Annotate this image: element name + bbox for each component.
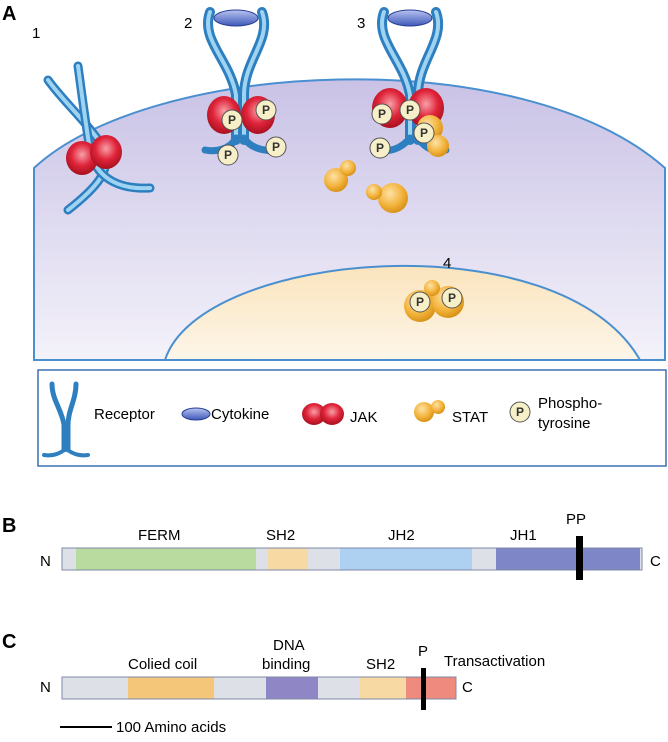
transactivation-label: Transactivation xyxy=(444,653,545,670)
ferm-domain xyxy=(76,548,256,570)
sh2-label-stat: SH2 xyxy=(366,656,395,673)
svg-text:P: P xyxy=(272,140,280,154)
phospho-icon: P xyxy=(441,287,463,309)
step-3-receptor-complex: P P P P xyxy=(369,7,450,159)
legend-cytokine-label: Cytokine xyxy=(211,406,269,423)
jh2-domain xyxy=(340,548,472,570)
legend-phospho-icon: P xyxy=(509,401,531,423)
jak-icon xyxy=(66,141,98,175)
stat-p-label: P xyxy=(418,643,428,660)
legend-box xyxy=(37,369,667,467)
legend-jak-label: JAK xyxy=(350,409,378,426)
svg-text:P: P xyxy=(420,126,428,140)
svg-text:P: P xyxy=(516,405,524,419)
jak-icon xyxy=(90,135,122,169)
transactivation-domain xyxy=(406,677,456,699)
legend-phospho-label-line2: tyrosine xyxy=(538,415,591,432)
step-1-receptor xyxy=(43,61,155,215)
sh2-label-jak: SH2 xyxy=(266,527,295,544)
legend-jak-icon xyxy=(302,403,344,425)
dna-label-line1: DNA xyxy=(273,637,305,654)
scale-bar-label: 100 Amino acids xyxy=(116,719,226,736)
svg-text:P: P xyxy=(224,148,232,162)
panel-a-letter: A xyxy=(2,3,16,25)
stat-domain-bar xyxy=(61,676,457,700)
step-2-receptor-complex: P P P P xyxy=(201,7,287,166)
svg-text:P: P xyxy=(448,291,456,305)
phospho-icon: P xyxy=(371,103,393,125)
sh2-domain-stat xyxy=(360,677,406,699)
panel-b-letter: B xyxy=(2,515,16,537)
panel-c-letter: C xyxy=(2,631,16,653)
legend-receptor-icon xyxy=(42,381,90,458)
jh2-label: JH2 xyxy=(388,527,415,544)
dna-binding-domain xyxy=(266,677,318,699)
step-2-label: 2 xyxy=(184,15,192,32)
phospho-icon: P xyxy=(265,136,287,158)
jak-domain-bar xyxy=(61,547,643,571)
jak-c-terminus: C xyxy=(650,553,661,570)
jak-phospho-marker xyxy=(576,536,583,580)
cytokine-icon xyxy=(387,9,433,27)
legend-stat-icon xyxy=(414,400,445,422)
nucleus xyxy=(163,264,642,361)
stat-n-terminus: N xyxy=(40,679,51,696)
jak-pp-label: PP xyxy=(566,511,586,528)
cytokine-icon xyxy=(213,9,259,27)
svg-text:P: P xyxy=(376,141,384,155)
jak-n-terminus: N xyxy=(40,553,51,570)
step-1-label: 1 xyxy=(32,25,40,42)
sh2-domain-jak xyxy=(268,548,308,570)
dna-label-line2: binding xyxy=(262,656,310,673)
svg-text:P: P xyxy=(378,107,386,121)
phospho-icon: P xyxy=(413,122,435,144)
jh1-label: JH1 xyxy=(510,527,537,544)
phospho-icon: P xyxy=(221,109,243,131)
legend-receptor-label: Receptor xyxy=(94,406,155,423)
phospho-icon: P xyxy=(255,99,277,121)
step-3-label: 3 xyxy=(357,15,365,32)
phospho-icon: P xyxy=(217,144,239,166)
legend-cytokine-icon xyxy=(181,407,211,421)
coiled-coil-domain xyxy=(128,677,214,699)
legend-stat-label: STAT xyxy=(452,409,488,426)
phospho-icon: P xyxy=(399,99,421,121)
legend-phospho-label-line1: Phospho- xyxy=(538,395,602,412)
stat-phospho-marker xyxy=(421,668,426,710)
stat-c-terminus: C xyxy=(462,679,473,696)
ferm-label: FERM xyxy=(138,527,181,544)
svg-text:P: P xyxy=(406,103,414,117)
coiled-coil-label: Colied coil xyxy=(128,656,197,673)
svg-text:P: P xyxy=(262,103,270,117)
step-4-label: 4 xyxy=(443,255,451,272)
phospho-icon: P xyxy=(369,137,391,159)
stat-icon xyxy=(366,183,408,213)
jh1-domain xyxy=(496,548,640,570)
svg-text:P: P xyxy=(416,295,424,309)
phospho-icon: P xyxy=(409,291,431,313)
svg-text:P: P xyxy=(228,113,236,127)
stat-icon xyxy=(324,160,356,192)
step-4-stat-dimer: P P xyxy=(404,280,464,322)
